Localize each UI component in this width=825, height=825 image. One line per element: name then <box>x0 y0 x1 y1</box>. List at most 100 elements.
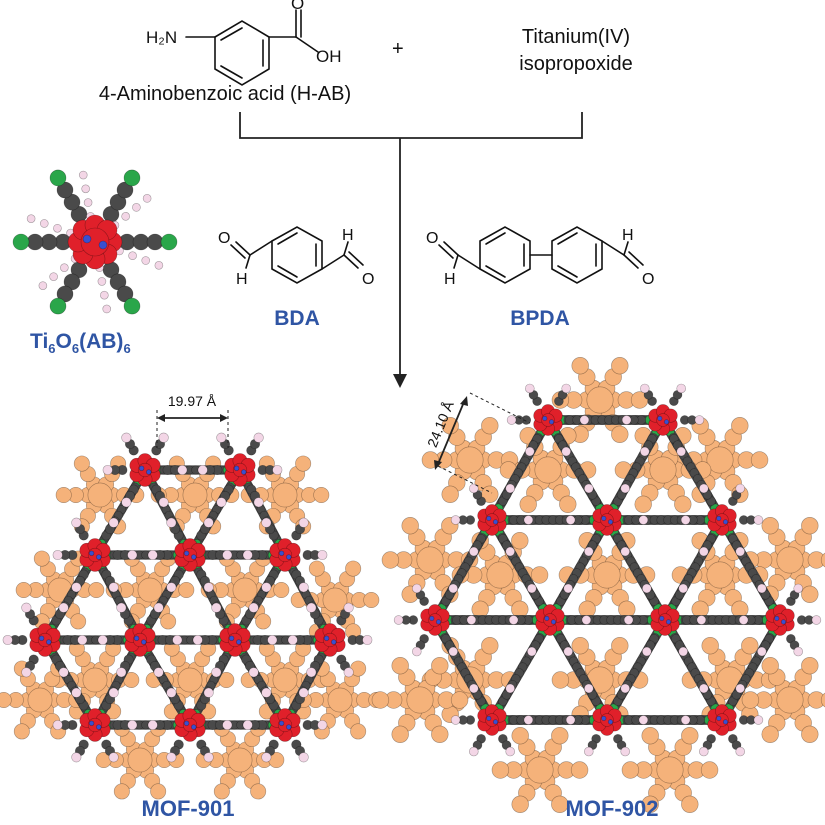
arm-atom <box>621 415 632 425</box>
hydrogen-atom <box>38 281 48 290</box>
nitrogen-atom <box>191 554 197 560</box>
bg-atom <box>741 637 759 655</box>
arm-atom <box>676 383 686 394</box>
arm-atom <box>116 181 134 199</box>
arm-atom <box>508 615 519 625</box>
bg-atom <box>70 613 87 630</box>
arm-atom <box>317 549 328 561</box>
bg-atom <box>776 546 804 574</box>
bg-atom <box>441 485 459 503</box>
arm-atom <box>21 667 32 678</box>
arm-atom <box>127 719 138 731</box>
bg-atom <box>227 747 253 773</box>
ti-cluster-node <box>192 602 278 678</box>
arm-atom <box>469 683 479 694</box>
nitrogen-atom <box>544 615 550 621</box>
nitrogen-atom <box>286 554 292 560</box>
bg-atom <box>13 723 30 740</box>
arm-atom <box>466 615 477 625</box>
nitrogen-atom <box>607 719 614 725</box>
arm-atom <box>412 646 422 657</box>
nitrogen-atom <box>228 635 235 641</box>
nitrogen-atom <box>96 554 102 560</box>
arm-atom <box>735 546 745 557</box>
nitrogen-atom <box>542 415 548 421</box>
nitrogen-atom <box>550 619 557 625</box>
arm-atom <box>676 446 686 457</box>
arm-atom <box>216 432 227 443</box>
bg-atom <box>681 795 699 813</box>
hydrogen-atom <box>102 304 112 314</box>
background-cluster <box>371 657 469 743</box>
nitrogen-atom <box>601 715 607 721</box>
ti6o6-cluster-model <box>12 169 178 315</box>
arm-atom <box>147 719 158 731</box>
bg-atom <box>431 657 449 675</box>
nitrogen-atom <box>716 515 722 521</box>
arm-atom <box>123 169 141 187</box>
arm-atom <box>563 646 573 657</box>
arm-atom <box>242 719 253 731</box>
bg-atom <box>674 495 692 513</box>
bg-atom <box>761 657 779 675</box>
arm-atom <box>525 383 535 394</box>
bg-atom <box>401 517 419 535</box>
ti-cluster-node <box>102 432 188 508</box>
ti-cluster-node <box>287 602 373 678</box>
arm-atom <box>287 634 298 646</box>
arm-atom <box>222 549 233 561</box>
arm-atom <box>261 582 272 593</box>
arm-atom <box>565 515 576 525</box>
arm-atom <box>21 602 32 613</box>
bg-atom <box>313 486 330 503</box>
arm-atom <box>393 615 404 625</box>
bg-atom <box>127 747 153 773</box>
bg-atom <box>820 552 825 568</box>
nitrogen-atom <box>183 550 190 556</box>
bg-atom <box>350 723 367 740</box>
nitrogen-atom <box>607 519 614 525</box>
ti-cluster-node <box>680 483 764 557</box>
nitrogen-atom <box>716 715 722 721</box>
reaction-arrow <box>239 112 583 388</box>
bg-atom <box>345 560 362 577</box>
bg-atom <box>232 577 258 603</box>
nitrogen-atom <box>133 635 140 641</box>
bg-atom <box>150 783 167 800</box>
oxygen-atom <box>80 227 110 257</box>
arm-atom <box>678 646 688 657</box>
arm-atom <box>248 667 259 678</box>
bg-atom <box>530 566 549 584</box>
arm-atom <box>109 193 127 211</box>
bg-atom <box>450 691 469 709</box>
background-cluster <box>290 560 380 640</box>
bda-structure: O H O H <box>218 226 374 288</box>
arm-atom <box>158 432 169 443</box>
bg-atom <box>88 581 105 598</box>
bg-atom <box>634 495 652 513</box>
arm-atom <box>56 181 74 199</box>
hydrogen-atom <box>141 256 151 265</box>
arm-atom <box>127 549 138 561</box>
bg-atom <box>526 756 554 784</box>
nitrogen-atom <box>722 519 729 525</box>
arm-atom <box>40 233 58 251</box>
nitrogen-atom <box>138 465 145 471</box>
arm-atom <box>696 615 707 625</box>
arm-atom <box>77 634 88 646</box>
arm-atom <box>146 233 164 251</box>
arm-atom <box>71 517 82 528</box>
ti-cluster-node <box>2 602 88 678</box>
arm-atom <box>565 715 576 725</box>
ti-cluster-node <box>242 687 328 763</box>
hydrogen-atom <box>83 198 93 207</box>
arm-atom <box>523 715 534 725</box>
hydrogen-atom <box>78 170 88 180</box>
bg-atom <box>113 783 130 800</box>
arm-atom <box>579 415 590 425</box>
arm-atom <box>412 583 422 594</box>
bg-atom <box>621 761 640 779</box>
ti-cluster-node <box>393 583 477 657</box>
background-cluster <box>55 455 145 535</box>
